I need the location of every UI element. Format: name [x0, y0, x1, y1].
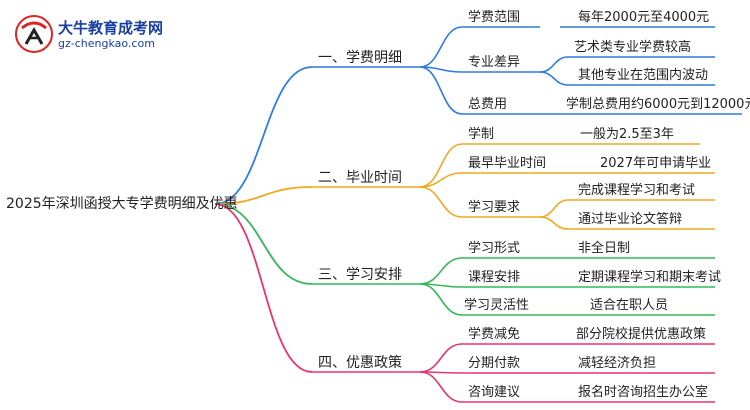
bull-logo-icon: [15, 15, 53, 53]
logo-name: 大牛教育成考网: [58, 19, 164, 37]
node-major-difference: 专业差异: [468, 55, 521, 70]
leaf-course-exam-value: 完成课程学习和考试: [578, 183, 696, 198]
branch-graduation-time: 二、毕业时间: [318, 170, 402, 186]
connector-b4-reduction: [419, 343, 463, 373]
connector-major-art: [539, 56, 569, 73]
site-logo: 大牛教育成考网 gz-chengkao.com: [14, 14, 204, 56]
root-topic: 2025年深圳函授大专学费明细及优惠: [6, 196, 238, 212]
connector-root-b4: [214, 203, 313, 373]
node-flexibility: 学习灵活性: [464, 298, 530, 313]
node-study-requirements: 学习要求: [468, 200, 521, 215]
connector-b3-flex: [419, 283, 463, 316]
branch-fee-details: 一、学费明细: [318, 50, 402, 66]
connector-b4-consult: [419, 371, 463, 403]
leaf-installment-value: 减轻经济负担: [578, 356, 657, 371]
leaf-study-mode-value: 非全日制: [578, 241, 631, 256]
node-fee-range: 学费范围: [468, 10, 521, 25]
connector-b1-fee-range: [419, 26, 463, 68]
node-earliest-graduation: 最早毕业时间: [468, 156, 547, 171]
node-course-arrangement: 课程安排: [468, 270, 521, 285]
branch-study-arrangement: 三、学习安排: [318, 267, 402, 283]
connector-req-course: [539, 199, 569, 218]
node-study-length: 学制: [468, 127, 495, 142]
connector-major-other: [539, 71, 569, 86]
leaf-art-major-value: 艺术类专业学费较高: [574, 40, 692, 55]
node-study-mode: 学习形式: [468, 241, 521, 256]
connector-req-thesis: [539, 216, 569, 230]
node-consult-advice: 咨询建议: [468, 385, 521, 400]
leaf-earliest-graduation-value: 2027年可申请毕业: [600, 156, 712, 171]
node-fee-reduction: 学费减免: [468, 327, 521, 342]
node-installment: 分期付款: [468, 356, 521, 371]
branch-discount-policy: 四、优惠政策: [318, 355, 402, 371]
logo-url: gz-chengkao.com: [58, 37, 155, 50]
connector-root-b3: [214, 203, 313, 285]
connector-b3-mode: [419, 257, 463, 285]
leaf-study-length-value: 一般为2.5至3年: [580, 127, 674, 142]
leaf-total-fee-value: 学制总费用约6000元到12000元: [566, 97, 750, 112]
connector-root-b1: [214, 66, 313, 205]
leaf-consult-advice-value: 报名时咨询招生办公室: [578, 385, 709, 400]
leaf-thesis-value: 通过毕业论文答辩: [578, 212, 683, 227]
connector-b1-total-fee: [419, 66, 463, 115]
leaf-fee-reduction-value: 部分院校提供优惠政策: [576, 327, 707, 342]
leaf-other-major-value: 其他专业在范围内波动: [578, 68, 709, 83]
leaf-flexibility-value: 适合在职人员: [590, 298, 669, 313]
node-total-fee: 总费用: [468, 97, 508, 112]
connector-b2-requirements: [419, 186, 463, 218]
connector-b2-earliest: [419, 172, 463, 188]
leaf-course-arrangement-value: 定期课程学习和期末考试: [578, 270, 722, 285]
leaf-fee-range-value: 每年2000元至4000元: [578, 10, 710, 25]
connector-root-b2: [214, 186, 313, 205]
